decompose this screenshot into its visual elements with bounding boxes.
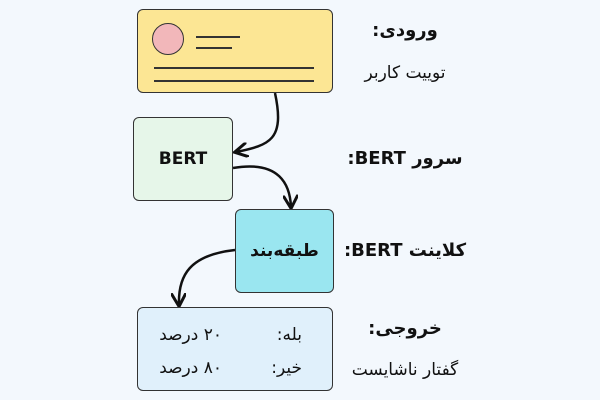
bert-server-box: BERT — [133, 117, 233, 201]
output-subtitle: گفتار ناشایست — [351, 360, 459, 380]
text-line — [196, 36, 240, 38]
client-label: کلاینت BERT: — [343, 240, 467, 261]
text-line — [154, 67, 314, 69]
output-yes-value: ۲۰ درصد — [159, 325, 222, 345]
output-title: خروجی: — [368, 318, 442, 339]
arrow-client-to-output — [179, 248, 236, 305]
tweet-card — [137, 9, 333, 93]
input-title: ورودی: — [372, 20, 438, 41]
output-yes-key: بله: — [276, 325, 302, 345]
classifier-box-label: طبقه‌بند — [250, 241, 319, 261]
arrow-input-to-server — [236, 92, 280, 152]
bert-server-box-label: BERT — [158, 149, 208, 169]
output-no-value: ۸۰ درصد — [159, 358, 222, 378]
text-line — [154, 80, 314, 82]
text-line — [196, 47, 232, 49]
output-box: بله: ۲۰ درصد خیر: ۸۰ درصد — [137, 307, 333, 391]
server-label: سرور BERT: — [347, 148, 463, 169]
input-subtitle: توییت کاربر — [364, 63, 446, 83]
output-no-key: خیر: — [271, 358, 302, 378]
classifier-box: طبقه‌بند — [235, 209, 334, 293]
avatar-icon — [152, 23, 184, 55]
arrow-server-to-client — [232, 165, 291, 207]
